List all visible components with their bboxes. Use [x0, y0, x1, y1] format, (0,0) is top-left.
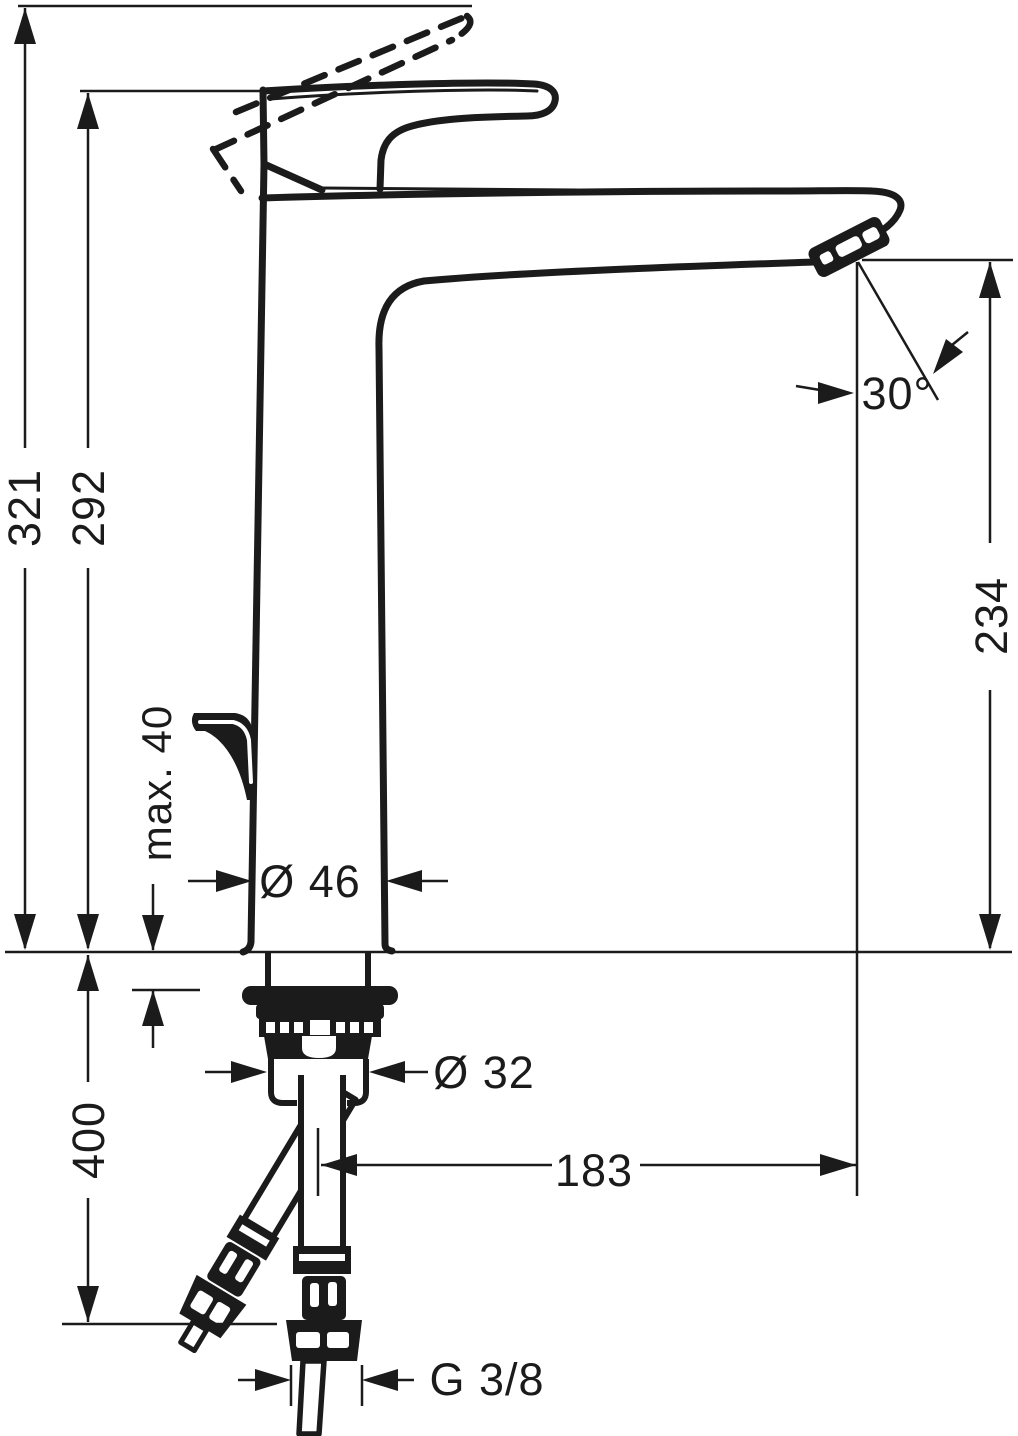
aerator	[808, 216, 890, 278]
dim-shank-diameter: Ø 32	[205, 1047, 535, 1098]
dim-hose-length: 400	[63, 955, 114, 1322]
label-base-diameter: Ø 46	[259, 856, 361, 907]
shank	[268, 1059, 369, 1106]
toothed-washer	[259, 1018, 381, 1037]
label-shank-diameter: Ø 32	[433, 1047, 535, 1098]
hose-end-pipe	[296, 1358, 327, 1436]
dim-total-height: 321	[0, 8, 50, 950]
lever-handle	[259, 79, 559, 194]
mounting-hardware	[242, 952, 398, 1059]
rubber-washer	[256, 1004, 384, 1019]
riser-body	[239, 86, 905, 956]
reference-lines	[5, 4, 1013, 1326]
label-body-height: 292	[63, 469, 114, 547]
dim-outlet-height: 234	[966, 262, 1017, 950]
dim-thread: G 3/8	[238, 1354, 544, 1406]
mounting-nut	[264, 1036, 372, 1059]
label-max-thickness: max. 40	[133, 705, 180, 861]
faucet-outline	[191, 12, 905, 956]
label-hose-length: 400	[63, 1101, 114, 1179]
dim-body-height: 292	[63, 93, 114, 950]
supply-hoses	[178, 1059, 369, 1436]
flange-washer	[242, 986, 398, 1005]
label-thread: G 3/8	[429, 1354, 544, 1405]
label-outlet-height: 234	[966, 577, 1017, 655]
label-spray-angle: 30°	[861, 368, 932, 419]
lever-raised-dashed	[209, 12, 474, 195]
dim-max-thickness: max. 40	[133, 705, 180, 1048]
pull-rod-knob	[191, 713, 255, 800]
label-total-height: 321	[0, 469, 50, 547]
g38-nut	[286, 1320, 362, 1361]
vertical-hose	[286, 1064, 362, 1436]
dim-spray-angle: 30°	[795, 261, 969, 419]
dim-base-diameter: Ø 46	[188, 856, 448, 907]
dim-reach: 183	[321, 1145, 856, 1196]
label-reach: 183	[555, 1145, 633, 1196]
